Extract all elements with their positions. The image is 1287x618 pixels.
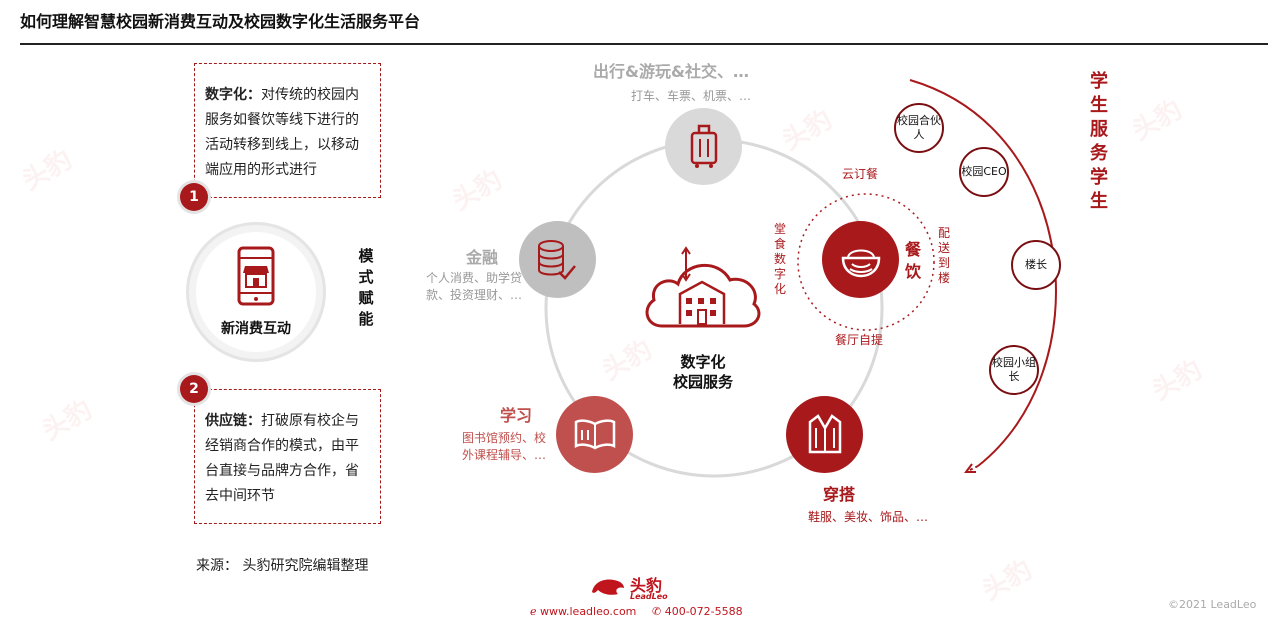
role-campus-ceo: 校园CEO (959, 147, 1009, 197)
watermark: 头豹 (447, 164, 508, 217)
travel-node (665, 108, 742, 185)
role-campus-partner: 校园合伙人 (894, 103, 944, 153)
bowl-icon (841, 249, 881, 278)
dining-dotted-ring (797, 193, 935, 331)
box2-text: 打破原有校企与经销商合作的模式，由平台直接与品牌方合作，省去中间环节 (205, 413, 359, 504)
dining-dine-in: 堂食数字化 (773, 222, 786, 296)
mobile-store-icon (237, 246, 275, 306)
title-divider (20, 43, 1268, 45)
dining-delivery: 配送到楼 (937, 226, 950, 285)
finance-title: 金融 (466, 248, 499, 267)
watermark: 头豹 (17, 144, 78, 197)
dining-cloud-order: 云订餐 (842, 167, 879, 181)
box2-label: 供应链： (205, 413, 261, 429)
center-label-line2: 校园服务 (672, 373, 733, 391)
student-service-label: 学生服务学生 (1090, 71, 1108, 212)
box1-label: 数字化： (205, 87, 261, 103)
role-group-leader: 校园小组长 (989, 345, 1039, 395)
study-sub-line2: 外课程辅导、… (461, 448, 546, 462)
finance-node (519, 221, 596, 298)
finance-sub-line1: 个人消费、助学贷 (425, 271, 522, 285)
mode-empower-label: 模式赋能 (358, 247, 374, 328)
dining-node (822, 221, 899, 298)
website-text: www.leadleo.com (540, 605, 637, 618)
brand-name-en: LeadLeo (630, 592, 668, 601)
supply-chain-box: 供应链：打破原有校企与经销商合作的模式，由平台直接与品牌方合作，省去中间环节 (194, 389, 381, 524)
book-icon (574, 419, 616, 450)
campus-building-icon (645, 246, 761, 328)
brand-name: 头豹 (630, 576, 663, 595)
page-title: 如何理解智慧校园新消费互动及校园数字化生活服务平台 (20, 12, 421, 31)
digitalization-box: 数字化：对传统的校园内服务如餐饮等线下进行的活动转移到线上，以移动端应用的形式进… (194, 63, 381, 198)
study-sub-line1: 图书馆预约、校 (461, 431, 546, 445)
website-link[interactable]: ℯ www.leadleo.com (530, 605, 636, 618)
travel-title: 出行&游玩&社交、… (593, 62, 749, 81)
phone-text: 400-072-5588 (664, 605, 743, 618)
role-building-leader: 楼长 (1011, 240, 1061, 290)
travel-sub: 打车、车票、机票、… (630, 89, 751, 103)
finance-sub-line2: 款、投资理财、… (425, 288, 522, 302)
watermark: 头豹 (977, 554, 1038, 607)
step-badge-2: 2 (180, 375, 208, 403)
finance-sub: 个人消费、助学贷 款、投资理财、… (410, 270, 522, 304)
step-badge-1: 1 (180, 183, 208, 211)
box1-text: 对传统的校园内服务如餐饮等线下进行的活动转移到线上，以移动端应用的形式进行 (205, 87, 359, 178)
watermark: 头豹 (1147, 354, 1208, 407)
watermark: 头豹 (1127, 94, 1188, 147)
leopard-logo-icon (592, 579, 624, 595)
phone-icon: ✆ (652, 605, 662, 618)
new-consumption-label: 新消费互动 (221, 321, 291, 337)
dining-pickup: 餐厅自提 (835, 333, 884, 347)
center-label-line1: 数字化 (680, 353, 726, 371)
source-note: 来源： 头豹研究院编辑整理 (196, 558, 369, 574)
wear-sub: 鞋服、美妆、饰品、… (808, 510, 929, 524)
copyright: ©2021 LeadLeo (1168, 598, 1257, 611)
phone-info: ✆ 400-072-5588 (652, 605, 743, 618)
luggage-icon (690, 124, 718, 168)
wear-title: 穿搭 (823, 485, 856, 504)
dining-title: 餐饮 (904, 240, 921, 281)
study-title: 学习 (500, 406, 533, 425)
center-label: 数字化 校园服务 (650, 352, 756, 392)
database-check-icon (538, 240, 576, 280)
web-icon: ℯ (530, 605, 537, 618)
watermark: 头豹 (37, 394, 98, 447)
jacket-icon (808, 414, 842, 454)
study-sub: 图书馆预约、校 外课程辅导、… (436, 430, 546, 464)
